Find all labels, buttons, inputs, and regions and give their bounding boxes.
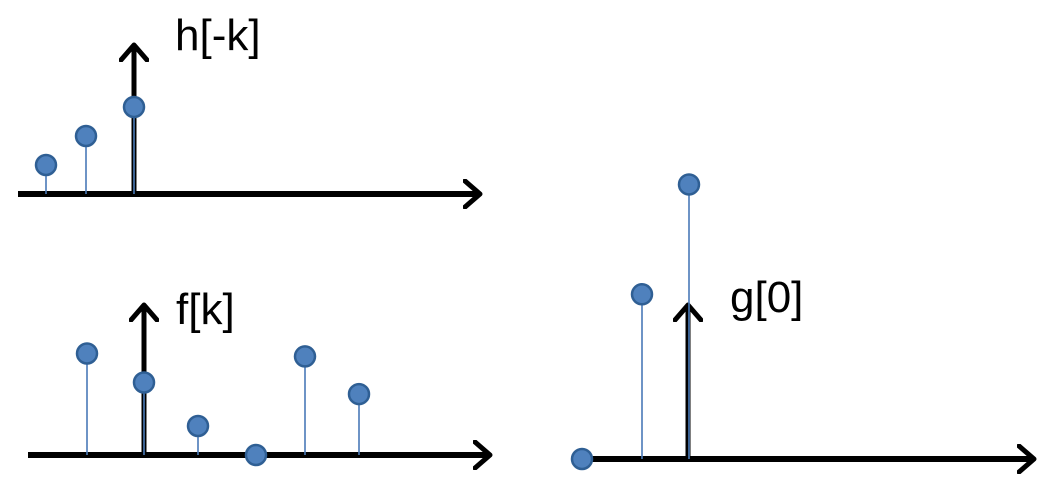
panel-g: g[0]	[570, 173, 1034, 471]
h-samples	[34, 95, 146, 194]
f-sample-marker-5	[347, 382, 371, 406]
f-sample-marker-1	[132, 371, 156, 394]
f-sample-marker-4	[293, 345, 317, 368]
h-label: h[-k]	[175, 11, 261, 60]
g-sample-marker-2	[677, 173, 701, 196]
f-label: f[k]	[176, 285, 235, 334]
f-sample-marker-2	[186, 414, 210, 438]
g-sample-marker-0	[570, 447, 594, 471]
g-samples	[570, 173, 701, 471]
f-samples	[75, 342, 371, 467]
h-sample-marker-2	[122, 95, 146, 119]
h-sample-marker-1	[74, 124, 98, 148]
g-label: g[0]	[730, 273, 803, 322]
panel-f: f[k]	[28, 285, 490, 465]
panel-h: h[-k]	[18, 11, 480, 194]
h-sample-marker-0	[34, 153, 58, 177]
g-sample-marker-1	[630, 283, 654, 306]
f-sample-marker-0	[75, 342, 99, 365]
f-sample-marker-3	[244, 443, 268, 467]
